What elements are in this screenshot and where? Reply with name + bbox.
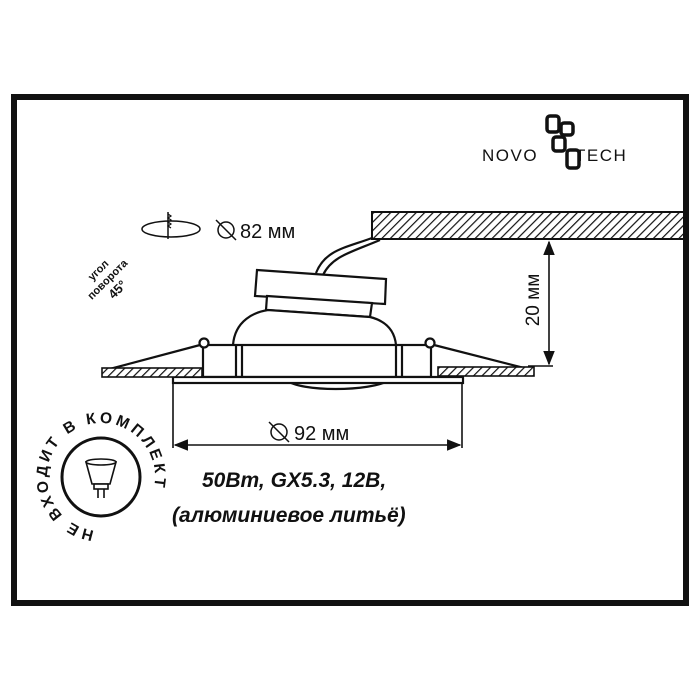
diameter-icon — [268, 421, 290, 443]
specs-power-socket-voltage: 50Вт, GX5.3, 12В, — [202, 469, 386, 492]
height-dimension — [528, 240, 555, 367]
outer-diameter-dimension — [172, 383, 463, 451]
height-dimension-label: 20 мм — [523, 274, 544, 327]
specs-material: (алюминиевое литьё) — [172, 504, 406, 527]
diameter-icon — [215, 219, 237, 241]
ceiling-section — [371, 211, 685, 240]
brand-logo: NOVO TECH — [482, 114, 627, 170]
outer-diameter-label: 92 мм — [294, 423, 349, 445]
brand-name-right: TECH — [575, 146, 627, 165]
brand-name-left: NOVO — [482, 146, 538, 165]
cutout-diameter-label: 82 мм — [240, 221, 295, 243]
cutout-saw-icon — [141, 212, 201, 239]
ceiling-cut-left — [101, 367, 203, 378]
diagram-frame — [11, 94, 689, 606]
rotation-angle-label: угол поворота 45° — [85, 257, 130, 302]
ceiling-cut-right — [437, 366, 535, 377]
fixture-drawing — [105, 236, 529, 391]
lamp-not-included-badge: НЕ ВХОДИТ В КОМПЛЕКТ — [34, 410, 165, 544]
mr16-bulb-icon — [84, 458, 118, 498]
